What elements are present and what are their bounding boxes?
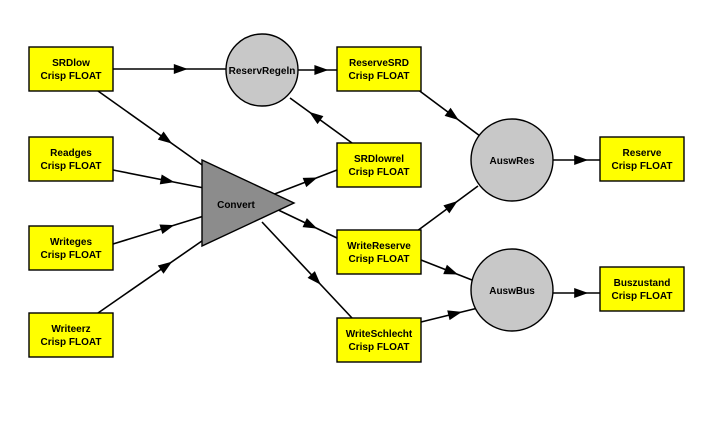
edge-writeschlecht-to-auswbus <box>420 307 479 323</box>
edge-srdlow-to-convert <box>97 90 213 173</box>
converter-label: Convert <box>217 200 255 211</box>
edge-auswbus-to-buszustand <box>553 288 600 298</box>
edge-writereserve-to-auswres <box>412 185 479 235</box>
arrowhead <box>309 111 324 125</box>
arrowhead <box>157 131 173 144</box>
arrowhead <box>173 64 188 74</box>
variable-type: Crisp FLOAT <box>41 337 102 348</box>
variable-type: Crisp FLOAT <box>41 71 102 82</box>
rule-block-reservregeln[interactable]: ReservRegeln <box>225 33 299 107</box>
edge-convert-to-srdlowrel <box>271 169 338 196</box>
variable-name: Reserve <box>623 148 662 159</box>
variable-type: Crisp FLOAT <box>349 254 410 265</box>
variable-name: Buszustand <box>614 278 671 289</box>
variable-name: WriteSchlecht <box>346 329 413 340</box>
edge-srdlow-to-reservregeln <box>113 64 226 74</box>
arrowhead <box>159 224 175 235</box>
arrowhead <box>444 107 459 121</box>
variable-type: Crisp FLOAT <box>349 342 410 353</box>
edge-writereserve-to-auswbus <box>420 259 473 281</box>
variable-name: SRDlow <box>52 58 90 69</box>
converter-convert[interactable]: Convert <box>201 158 296 248</box>
variable-name: SRDlowrel <box>354 154 404 165</box>
variable-type: Crisp FLOAT <box>349 167 410 178</box>
variable-type: Crisp FLOAT <box>612 161 673 172</box>
edge-reservesrd-to-auswres <box>412 85 481 137</box>
rule-block-label: AuswRes <box>489 156 534 167</box>
variable-name: WriteReserve <box>347 241 411 252</box>
variable-type: Crisp FLOAT <box>349 71 410 82</box>
arrowhead <box>157 261 173 274</box>
rule-block-label: AuswBus <box>489 286 535 297</box>
rule-block-auswbus[interactable]: AuswBus <box>470 248 554 332</box>
arrowhead <box>574 288 589 298</box>
edge-readges-to-convert <box>112 169 205 189</box>
arrowhead <box>314 65 329 75</box>
edge-writeges-to-convert <box>112 215 205 245</box>
edge-writeerz-to-convert <box>97 233 213 314</box>
arrowhead <box>574 155 589 165</box>
edges-layer <box>97 64 600 323</box>
edge-auswres-to-reserve <box>553 155 600 165</box>
arrowhead <box>159 174 175 185</box>
arrowhead <box>302 218 318 229</box>
variable-name: Writeges <box>50 237 92 248</box>
variable-name: Writeerz <box>51 324 90 335</box>
rule-block-label: ReservRegeln <box>229 66 296 77</box>
arrowhead <box>307 271 321 285</box>
edge-srdlowrel-to-reservregeln <box>289 97 353 144</box>
variable-type: Crisp FLOAT <box>41 161 102 172</box>
variable-type: Crisp FLOAT <box>41 250 102 261</box>
arrowhead <box>447 310 462 321</box>
variable-name: Readges <box>50 148 92 159</box>
edge-reservregeln-to-reservesrd <box>298 65 337 75</box>
variable-box-reservesrd[interactable]: ReserveSRD Crisp FLOAT <box>336 46 422 92</box>
edge-convert-to-writeschlecht <box>261 221 353 319</box>
rule-block-auswres[interactable]: AuswRes <box>470 118 554 202</box>
arrowhead <box>443 264 459 275</box>
edge-convert-to-writereserve <box>271 206 338 239</box>
arrowhead <box>302 177 318 188</box>
variable-type: Crisp FLOAT <box>612 291 673 302</box>
arrowhead <box>443 201 458 214</box>
variable-name: ReserveSRD <box>349 58 409 69</box>
